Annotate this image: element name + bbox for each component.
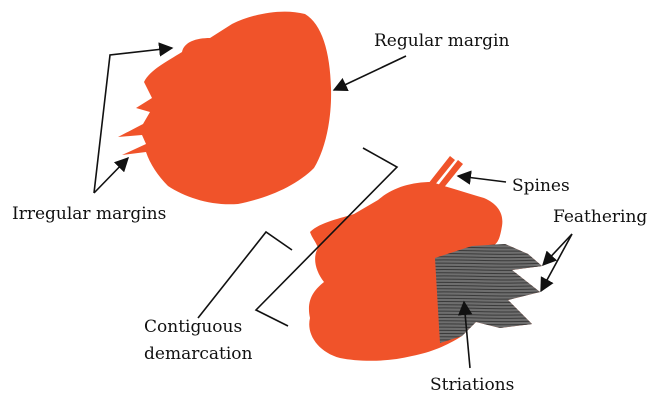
label-striations: Striations	[430, 375, 514, 395]
spines-arrow	[458, 176, 506, 182]
label-contiguous: Contiguous	[144, 317, 242, 337]
irregular-margin-arrow-bottom	[94, 158, 128, 193]
label-regular-margin: Regular margin	[374, 31, 509, 51]
contiguous-demarcation-leader	[198, 232, 292, 318]
label-spines: Spines	[512, 176, 570, 196]
stone-regular-margin	[118, 12, 331, 205]
regular-margin-arrow	[334, 56, 406, 90]
label-feathering: Feathering	[553, 207, 647, 227]
label-demarcation: demarcation	[144, 344, 252, 364]
label-irregular-margins: Irregular margins	[12, 204, 166, 224]
